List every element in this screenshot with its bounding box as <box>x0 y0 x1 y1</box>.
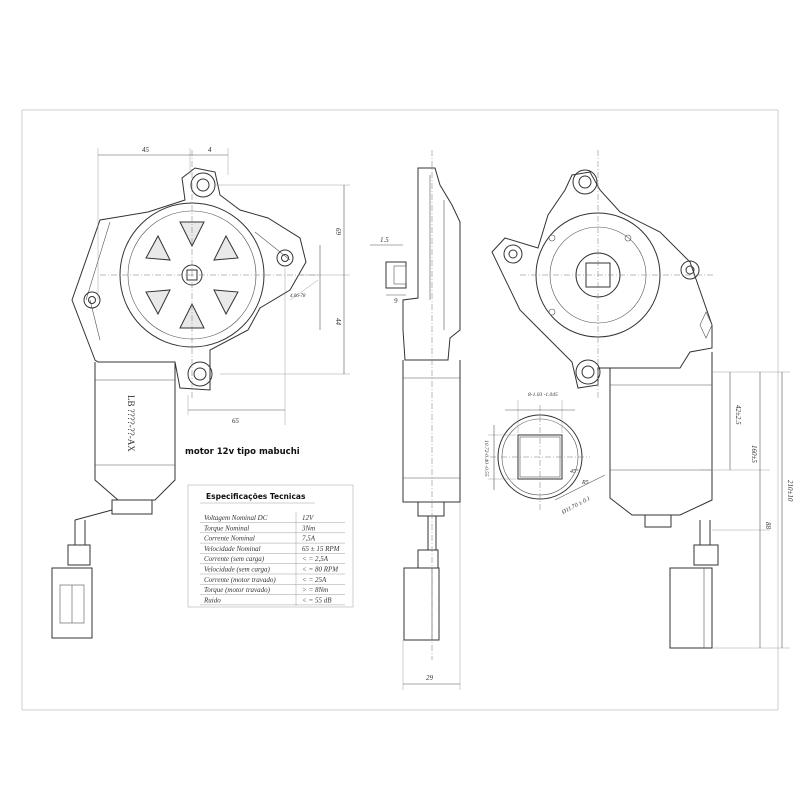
dim-right-a: 42±2.5 <box>734 405 742 425</box>
spec-value: > = 8Nm <box>302 586 328 594</box>
spec-label: Velocidade (sem carga) <box>204 566 270 574</box>
spec-label: Torque Nominal <box>204 524 249 532</box>
motor-caption: motor 12v tipo mabuchi <box>185 447 300 457</box>
side-view: 1.5 9 29 <box>370 150 461 690</box>
dim-right-b: 160±5 <box>750 445 758 463</box>
dim-shaft-top: 8-1.03 -1.045 <box>528 391 558 398</box>
spec-label: Velocidade Nominal <box>204 545 261 553</box>
spec-value: < = 25A <box>302 576 327 584</box>
front-view: LB ????-??-AX 45 4 69 44 4.06-78 65 <box>51 146 350 639</box>
rear-view: 42±2.5 160±5 210±10 88 <box>491 150 794 649</box>
spec-value: 12V <box>302 514 314 522</box>
dim-v-upper: 69 <box>334 228 342 236</box>
dim-shaft-angle: 45° <box>570 468 579 475</box>
spec-table-frame <box>187 484 354 608</box>
spec-label: Torque (motor travado) <box>204 586 271 594</box>
spec-value: 65 ± 15 RPM <box>302 545 341 553</box>
spec-label: Ruido <box>203 596 221 604</box>
dim-side-width: 29 <box>426 674 434 682</box>
spec-value: < = 80 RPM <box>302 566 339 574</box>
drawing-frame <box>21 109 779 711</box>
spec-table: Especificações Tecnicas Voltagem Nominal… <box>187 484 354 608</box>
dim-shaft-side: 10.72-0.40 -0.55 <box>483 440 490 477</box>
motor-marking: LB ????-??-AX <box>126 395 136 452</box>
dim-side-boss: 9 <box>394 297 398 305</box>
spec-value: 3Nm <box>301 524 315 532</box>
shaft-detail: 8-1.03 -1.045 10.72-0.40 -0.55 45° R5 Ø1… <box>483 391 606 516</box>
spec-value: 7,5A <box>302 535 316 543</box>
spec-value: < = 2,5A <box>302 555 329 563</box>
spec-label: Corrente Nominal <box>204 535 255 543</box>
spec-label: Corrente (sem carga) <box>204 555 265 563</box>
dim-bottom-width: 65 <box>232 417 240 425</box>
spec-label: Corrente (motor travado) <box>204 576 276 584</box>
dim-shaft-inner: Ø11.70 ± 0.1 <box>560 496 591 516</box>
spec-value: < = 55 dB <box>302 596 332 604</box>
dim-right-c: 210±10 <box>786 480 794 502</box>
spec-title: Especificações Tecnicas <box>206 492 306 501</box>
dim-v-lower: 44 <box>334 318 342 326</box>
dim-top-left: 45 <box>142 146 150 154</box>
dim-shaft-r: R5 <box>581 480 589 486</box>
dim-top-right: 4 <box>208 146 212 154</box>
dim-small-hole: 4.06-78 <box>290 294 306 299</box>
dim-side-flange: 1.5 <box>380 236 389 244</box>
dim-right-d: 88 <box>764 522 772 530</box>
spec-label: Voltagem Nominal DC <box>204 514 268 522</box>
